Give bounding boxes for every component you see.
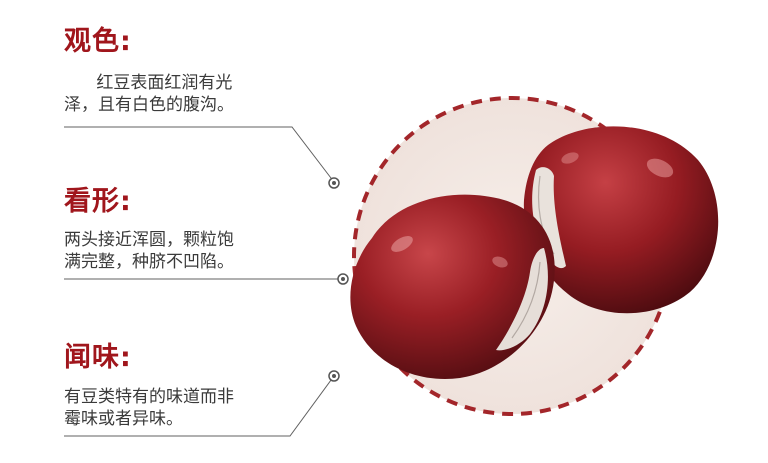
target-dot-icon [328,177,340,189]
target-dot-icon [337,273,349,285]
section-heading-color: 观色: [64,26,132,57]
section-text-color: 红豆表面红润有光 泽，且有白色的腹沟。 [64,73,234,115]
red-bean-right [523,126,719,314]
section-heading-shape: 看形: [64,186,132,217]
section-text-shape: 两头接近浑圆，颗粒饱 满完整，种脐不凹陷。 [64,230,234,272]
red-bean-left [350,194,555,379]
section-heading-smell: 闻味: [64,342,132,373]
target-dot-icon [328,370,340,382]
leader-line-3 [64,375,335,437]
section-text-smell: 有豆类特有的味道而非 霉味或者异味。 [64,387,234,429]
leader-line-1 [64,126,335,183]
